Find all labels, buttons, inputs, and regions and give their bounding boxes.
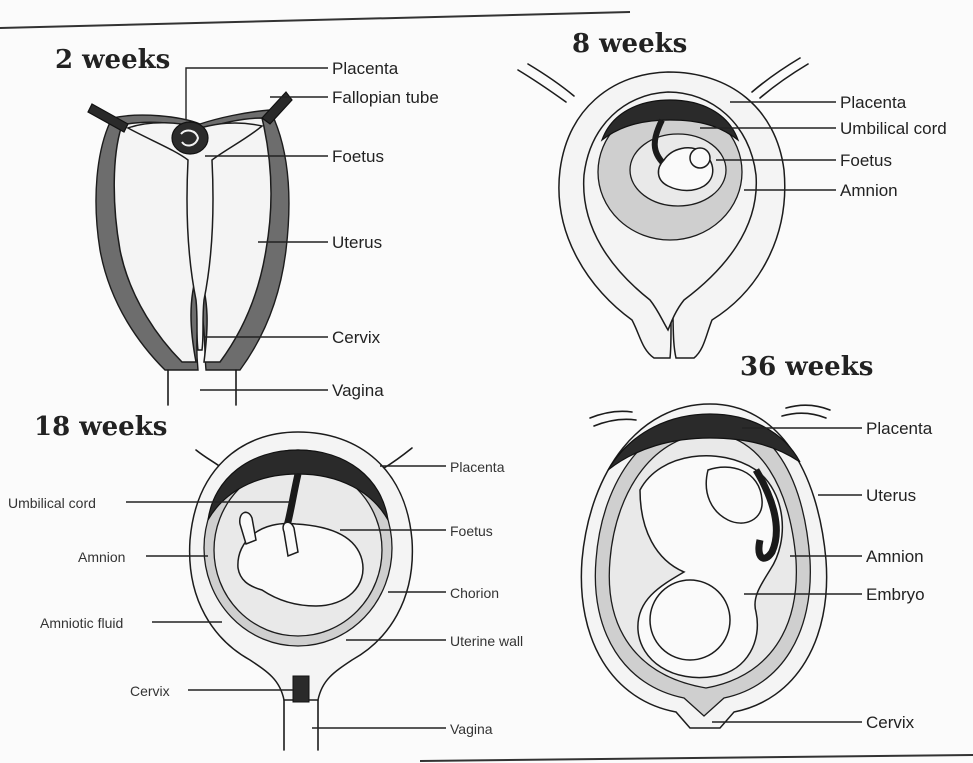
label-vagina-2w: Vagina <box>332 381 384 400</box>
label-embryo-36w: Embryo <box>866 585 925 604</box>
label-placenta-8w: Placenta <box>840 93 907 112</box>
label-cervix-18w: Cervix <box>130 683 170 699</box>
label-amniotic-fluid-18w: Amniotic fluid <box>40 615 123 631</box>
label-cervix-36w: Cervix <box>866 713 915 732</box>
label-uterine-wall-18w: Uterine wall <box>450 633 523 649</box>
label-chorion-18w: Chorion <box>450 585 499 601</box>
label-foetus-18w: Foetus <box>450 523 493 539</box>
label-foetus-2w: Foetus <box>332 147 384 166</box>
panel-title-2-weeks: 2 weeks <box>55 45 170 75</box>
panel-18-weeks: 18 weeks <box>8 412 523 750</box>
uterus-8-weeks <box>518 58 808 358</box>
uterus-36-weeks <box>581 404 830 728</box>
uterus-2-weeks <box>88 92 292 405</box>
label-amnion-8w: Amnion <box>840 181 898 200</box>
label-amnion-36w: Amnion <box>866 547 924 566</box>
label-uterus-36w: Uterus <box>866 486 916 505</box>
foetus-2-weeks <box>172 122 208 154</box>
panel-2-weeks: 2 weeks Placenta Fallopian tube Foetus <box>55 45 439 405</box>
panel-title-18-weeks: 18 weeks <box>34 412 167 442</box>
panel-title-36-weeks: 36 weeks <box>740 352 873 382</box>
label-placenta-2w: Placenta <box>332 59 399 78</box>
label-placenta-36w: Placenta <box>866 419 933 438</box>
panel-title-8-weeks: 8 weeks <box>572 29 687 59</box>
uterus-18-weeks <box>190 432 413 750</box>
panel-36-weeks: 36 weeks Placenta Uterus <box>581 352 932 732</box>
label-foetus-8w: Foetus <box>840 151 892 170</box>
label-umbilical-cord-18w: Umbilical cord <box>8 495 96 511</box>
label-placenta-18w: Placenta <box>450 459 505 475</box>
label-umbilical-cord-8w: Umbilical cord <box>840 119 947 138</box>
scan-edge-bottom <box>420 755 973 761</box>
label-vagina-18w: Vagina <box>450 721 493 737</box>
label-fallopian-tube-2w: Fallopian tube <box>332 88 439 107</box>
label-cervix-2w: Cervix <box>332 328 381 347</box>
scan-edge-top <box>0 12 630 28</box>
panel-8-weeks: 8 weeks Placenta Umbil <box>518 29 947 358</box>
label-uterus-2w: Uterus <box>332 233 382 252</box>
label-amnion-18w: Amnion <box>78 549 125 565</box>
